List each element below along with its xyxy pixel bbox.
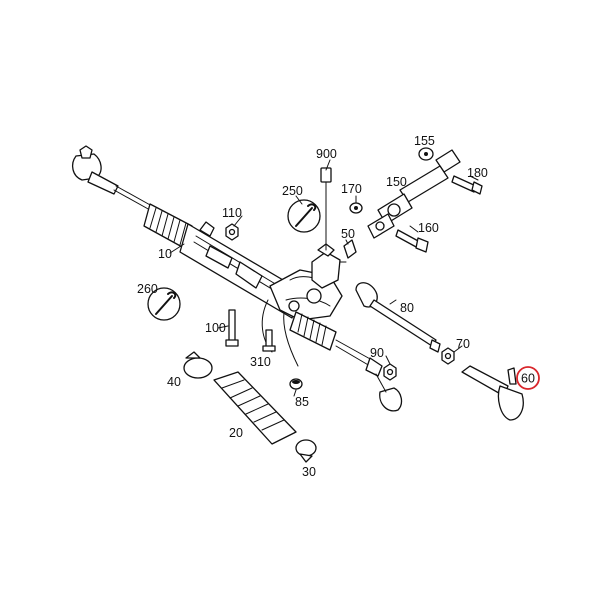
callout-160: 160 xyxy=(418,221,439,235)
callout-310: 310 xyxy=(250,355,271,369)
part-170-washer xyxy=(349,202,363,214)
wrench-icon-260 xyxy=(147,287,181,321)
part-180-bolt xyxy=(451,175,483,195)
callout-250: 250 xyxy=(282,184,303,198)
part-70-nut xyxy=(441,347,455,365)
callout-30: 30 xyxy=(302,465,316,479)
highlighted-callout-60: 60 xyxy=(516,366,540,390)
leader-lines xyxy=(169,147,479,397)
callout-90: 90 xyxy=(370,346,384,360)
callout-110: 110 xyxy=(222,206,242,220)
part-90-nut xyxy=(383,363,397,381)
part-80-inner-tie-rod xyxy=(355,282,441,353)
callout-70: 70 xyxy=(456,337,470,351)
part-110-nut xyxy=(225,223,239,241)
callout-50: 50 xyxy=(341,227,355,241)
callout-170: 170 xyxy=(341,182,362,196)
rack-housing xyxy=(143,203,403,412)
part-40-clamp xyxy=(183,351,213,379)
highlight-ring xyxy=(516,366,540,390)
part-20-bellows xyxy=(213,371,297,445)
callout-180: 180 xyxy=(467,166,488,180)
callout-100: 100 xyxy=(205,321,226,335)
callout-150: 150 xyxy=(386,175,407,189)
part-100-bolt xyxy=(225,309,239,347)
part-50-clip xyxy=(339,239,357,263)
callout-155: 155 xyxy=(414,134,435,148)
callout-260: 260 xyxy=(137,282,158,296)
part-150-intermediate-shaft xyxy=(367,149,461,239)
callout-10: 10 xyxy=(158,247,172,261)
callout-80: 80 xyxy=(400,301,414,315)
callout-20: 20 xyxy=(229,426,243,440)
part-310-bolt xyxy=(262,329,276,352)
part-85-plug xyxy=(289,378,303,390)
part-160-bolt xyxy=(395,229,429,253)
part-900-sensor xyxy=(320,167,332,251)
part-60-outer-tie-rod-end xyxy=(461,365,524,421)
callout-60: 60 xyxy=(521,372,535,386)
wrench-icon-250 xyxy=(287,199,321,233)
callout-40: 40 xyxy=(167,375,181,389)
part-30-clamp xyxy=(295,439,317,463)
left-tie-rod-end xyxy=(71,145,153,211)
callout-900: 900 xyxy=(316,147,337,161)
callout-85: 85 xyxy=(295,395,309,409)
part-155-washer xyxy=(418,147,434,161)
